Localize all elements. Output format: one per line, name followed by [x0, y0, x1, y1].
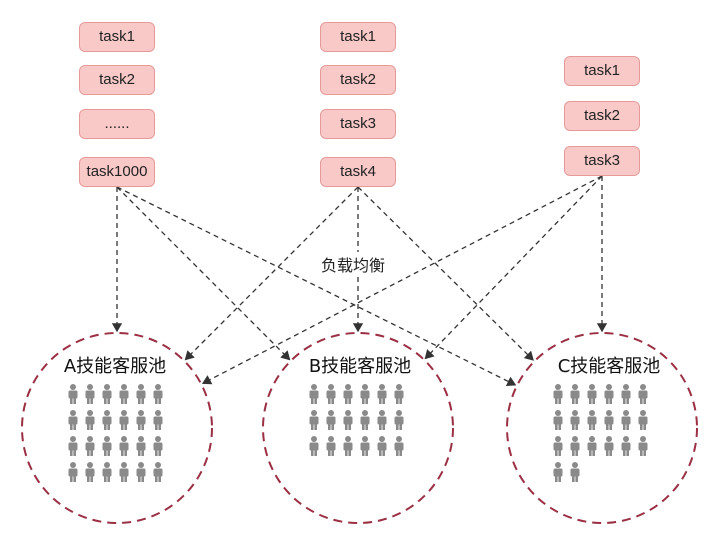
- agent-icon: [570, 462, 580, 482]
- task-a-1: task1: [79, 22, 155, 52]
- arrow-1-to-0: [184, 186, 359, 361]
- agent-icon: [136, 410, 146, 430]
- agent-icon: [638, 410, 648, 430]
- agent-icon: [102, 462, 112, 482]
- agent-icon: [360, 436, 370, 456]
- arrow-2-to-0: [201, 175, 603, 385]
- pool-c-label: C技能客服池: [557, 356, 661, 377]
- agent-icon: [85, 462, 95, 482]
- agent-icon: [153, 410, 163, 430]
- agent-icon: [621, 384, 631, 404]
- agent-icon: [102, 384, 112, 404]
- pool-c-circle: [506, 332, 698, 524]
- agent-icon: [343, 436, 353, 456]
- agent-icon: [326, 436, 336, 456]
- agent-icon: [553, 436, 563, 456]
- agent-icon: [553, 384, 563, 404]
- task-c-1: task1: [564, 56, 640, 86]
- agent-icon: [153, 462, 163, 482]
- agent-icon: [570, 436, 580, 456]
- pool-a-circle: [21, 332, 213, 524]
- agent-pools: [21, 332, 698, 524]
- agent-icon: [394, 410, 404, 430]
- agent-icon: [136, 436, 146, 456]
- agent-icon: [638, 436, 648, 456]
- agent-icon: [68, 436, 78, 456]
- agent-icon: [68, 384, 78, 404]
- agent-icon: [587, 436, 597, 456]
- agent-icon: [309, 436, 319, 456]
- task-c-3: task3: [564, 146, 640, 176]
- arrow-0-to-2: [116, 186, 517, 387]
- agent-icon: [587, 384, 597, 404]
- agent-icon: [119, 384, 129, 404]
- agent-icon: [102, 410, 112, 430]
- agent-icon: [621, 436, 631, 456]
- task-a-1000: task1000: [79, 157, 155, 187]
- agent-icon: [68, 410, 78, 430]
- agent-icon: [153, 436, 163, 456]
- agent-icon: [377, 436, 387, 456]
- agent-icon: [377, 410, 387, 430]
- agent-icon: [621, 410, 631, 430]
- agent-icon: [136, 462, 146, 482]
- agent-icon: [343, 410, 353, 430]
- agent-icon: [394, 384, 404, 404]
- arrow-1-to-2: [357, 186, 534, 361]
- agent-icon: [604, 384, 614, 404]
- agent-icon: [85, 410, 95, 430]
- agent-icon: [119, 436, 129, 456]
- task-b-2: task2: [320, 65, 396, 95]
- task-b-1: task1: [320, 22, 396, 52]
- arrow-2-to-1: [424, 175, 603, 360]
- task-b-4: task4: [320, 157, 396, 187]
- agent-icon: [85, 384, 95, 404]
- agent-icon: [553, 462, 563, 482]
- agent-icon: [553, 410, 563, 430]
- agent-icon: [570, 384, 580, 404]
- agent-icon: [102, 436, 112, 456]
- load-balance-label: 负载均衡: [318, 252, 389, 276]
- agent-icon: [136, 384, 146, 404]
- agent-icon: [309, 410, 319, 430]
- agent-icon: [119, 462, 129, 482]
- task-b-3: task3: [320, 109, 396, 139]
- agent-icon: [394, 436, 404, 456]
- pool-b-circle: [262, 332, 454, 524]
- agent-icon: [309, 384, 319, 404]
- dispatch-arrows: [111, 175, 608, 387]
- agent-icon: [153, 384, 163, 404]
- agent-icon: [326, 410, 336, 430]
- agent-icon: [68, 462, 78, 482]
- task-a-2: task2: [79, 65, 155, 95]
- agent-icon: [570, 410, 580, 430]
- agent-icon: [587, 410, 597, 430]
- pool-a-label: A技能客服池: [63, 356, 167, 377]
- agent-icon: [604, 436, 614, 456]
- arrow-0-to-1: [116, 186, 291, 361]
- task-c-2: task2: [564, 101, 640, 131]
- agent-icon: [360, 410, 370, 430]
- agent-icon: [604, 410, 614, 430]
- agent-icon: [377, 384, 387, 404]
- agent-icon: [343, 384, 353, 404]
- pool-b-label: B技能客服池: [308, 356, 412, 377]
- agent-icon: [85, 436, 95, 456]
- agent-icon: [326, 384, 336, 404]
- agent-icon: [360, 384, 370, 404]
- agent-icon: [638, 384, 648, 404]
- task-a-ellipsis: ......: [79, 109, 155, 139]
- agent-icon: [119, 410, 129, 430]
